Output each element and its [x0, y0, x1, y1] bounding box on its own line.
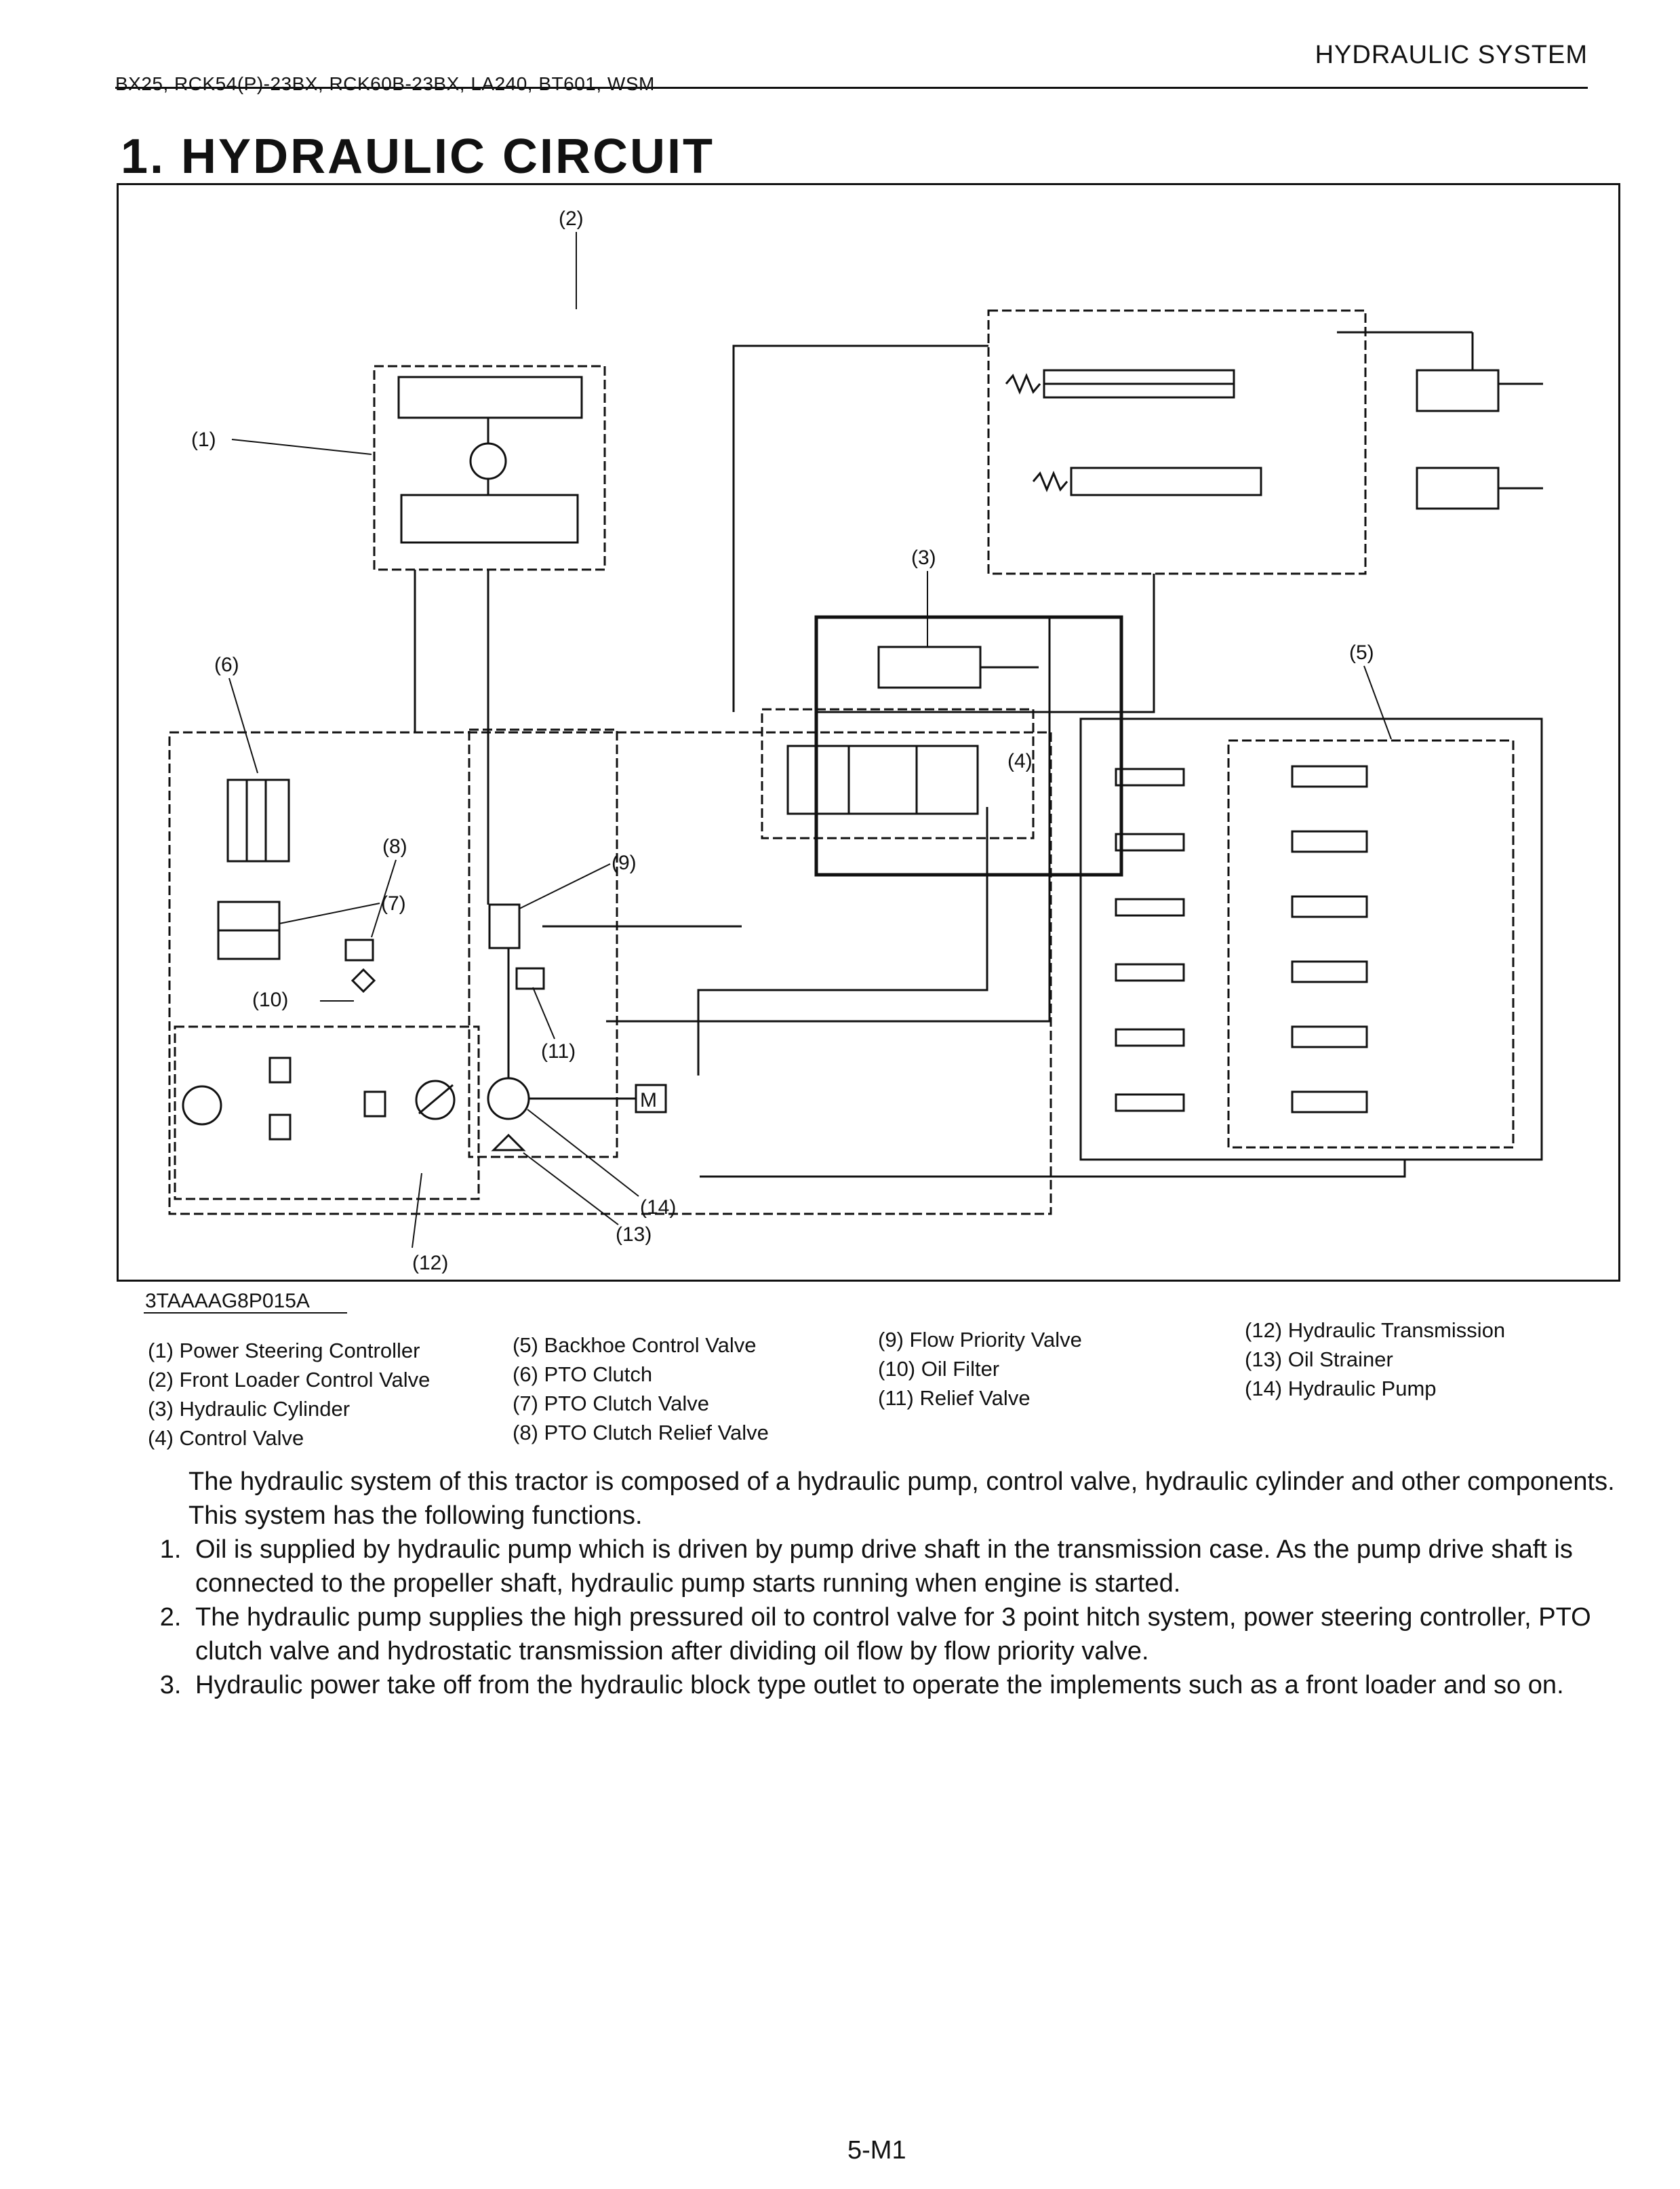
- header-section: HYDRAULIC SYSTEM: [1315, 41, 1588, 69]
- functions-list: Oil is supplied by hydraulic pump which …: [145, 1533, 1623, 1702]
- page-number: 5-M1: [847, 2136, 906, 2165]
- legend-item: (2) Front Loader Control Valve: [148, 1368, 431, 1392]
- callout-3: (3): [911, 547, 936, 569]
- figure-code-rule: [144, 1312, 347, 1314]
- body-text: The hydraulic system of this tractor is …: [145, 1465, 1623, 1702]
- legend-item: (5) Backhoe Control Valve: [513, 1333, 757, 1357]
- function-item: Hydraulic power take off from the hydrau…: [188, 1668, 1623, 1702]
- function-item: Oil is supplied by hydraulic pump which …: [188, 1533, 1623, 1600]
- legend-item: (6) PTO Clutch: [513, 1362, 653, 1386]
- hydraulic-transmission: [174, 1025, 480, 1200]
- legend-item: (10) Oil Filter: [878, 1357, 1000, 1381]
- motor-label: M: [640, 1089, 657, 1111]
- front-loader-control-valve-group: [987, 309, 1543, 575]
- header-models: BX25, RCK54(P)-23BX, RCK60B-23BX, LA240,…: [115, 73, 655, 94]
- pump-and-priority-section: M: [468, 728, 667, 1158]
- figure-code: 3TAAAAG8P015A: [145, 1290, 310, 1312]
- diagram-frame: [117, 183, 1620, 1282]
- callout-6: (6): [214, 654, 239, 676]
- hydraulic-circuit-diagram: M (2) (1) (3) (5) (6) (4) (7) (8) (9) (1…: [168, 208, 1543, 1274]
- callout-4: (4): [1007, 750, 1033, 772]
- page-title: 1. HYDRAULIC CIRCUIT: [121, 130, 715, 184]
- legend-item: (12) Hydraulic Transmission: [1245, 1318, 1506, 1342]
- power-steering-controller: [373, 365, 606, 571]
- legend-item: (9) Flow Priority Valve: [878, 1328, 1082, 1352]
- legend-column-3: (9) Flow Priority Valve (10) Oil Filter …: [878, 1325, 1082, 1413]
- legend-item: (14) Hydraulic Pump: [1245, 1377, 1437, 1400]
- callout-5: (5): [1349, 642, 1374, 664]
- leader-lines: [228, 232, 1392, 1248]
- callout-13: (13): [616, 1223, 652, 1246]
- legend-item: (4) Control Valve: [148, 1426, 304, 1450]
- legend-item: (8) PTO Clutch Relief Valve: [513, 1421, 769, 1444]
- backhoe-control-valve: [1079, 717, 1543, 1161]
- callout-10: (10): [252, 989, 288, 1011]
- intro-paragraph: The hydraulic system of this tractor is …: [188, 1467, 1615, 1496]
- legend-item: (3) Hydraulic Cylinder: [148, 1397, 351, 1421]
- legend-item: (13) Oil Strainer: [1245, 1347, 1393, 1371]
- legend-item: (11) Relief Valve: [878, 1386, 1031, 1410]
- callout-12: (12): [412, 1252, 448, 1274]
- hydraulic-cylinder-and-control-valve: [761, 615, 1123, 877]
- callouts: (2) (1) (3) (5) (6) (4) (7) (8) (9) (10)…: [191, 208, 1374, 1274]
- functions-lead: This system has the following functions.: [188, 1501, 643, 1530]
- hydraulic-lines: [414, 344, 1406, 1178]
- legend-column-1: (1) Power Steering Controller (2) Front …: [148, 1336, 430, 1453]
- callout-8: (8): [382, 835, 407, 858]
- legend-item: (7) PTO Clutch Valve: [513, 1392, 710, 1415]
- callout-9: (9): [612, 852, 637, 874]
- callout-2: (2): [559, 208, 584, 230]
- callout-14: (14): [640, 1196, 676, 1219]
- header-rule: [115, 87, 1588, 89]
- function-item: The hydraulic pump supplies the high pre…: [188, 1600, 1623, 1668]
- callout-11: (11): [541, 1040, 576, 1063]
- legend-column-2: (5) Backhoe Control Valve (6) PTO Clutch…: [513, 1330, 769, 1447]
- pto-clutch-section: [168, 731, 1052, 1215]
- callout-1: (1): [191, 429, 216, 451]
- legend-column-4: (12) Hydraulic Transmission (13) Oil Str…: [1245, 1316, 1505, 1403]
- legend-item: (1) Power Steering Controller: [148, 1339, 420, 1362]
